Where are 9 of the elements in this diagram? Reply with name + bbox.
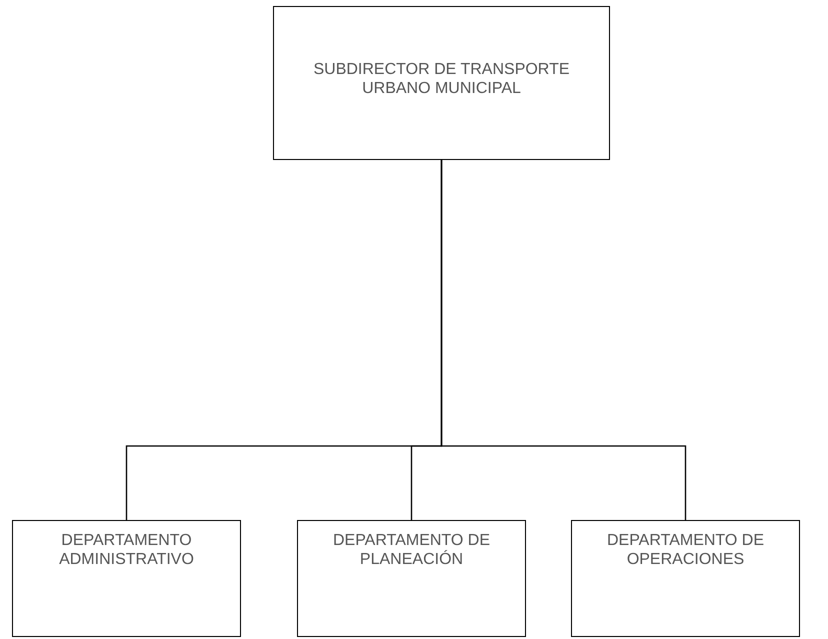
connector-line: [440, 160, 686, 520]
department-box: [571, 520, 800, 637]
box-title: DEPARTAMENTO DE OPERACIONES: [606, 531, 766, 570]
department-box: [297, 520, 526, 637]
box-title: DEPARTAMENTO DE PLANEACIÓN: [332, 531, 492, 570]
box-title: DEPARTAMENTO ADMINISTRATIVO: [58, 531, 195, 570]
box-title: SUBDIRECTOR DE TRANSPORTE URBANO MUNICIPAL: [312, 60, 571, 98]
director-box: [273, 6, 610, 160]
department-box: [12, 520, 241, 637]
